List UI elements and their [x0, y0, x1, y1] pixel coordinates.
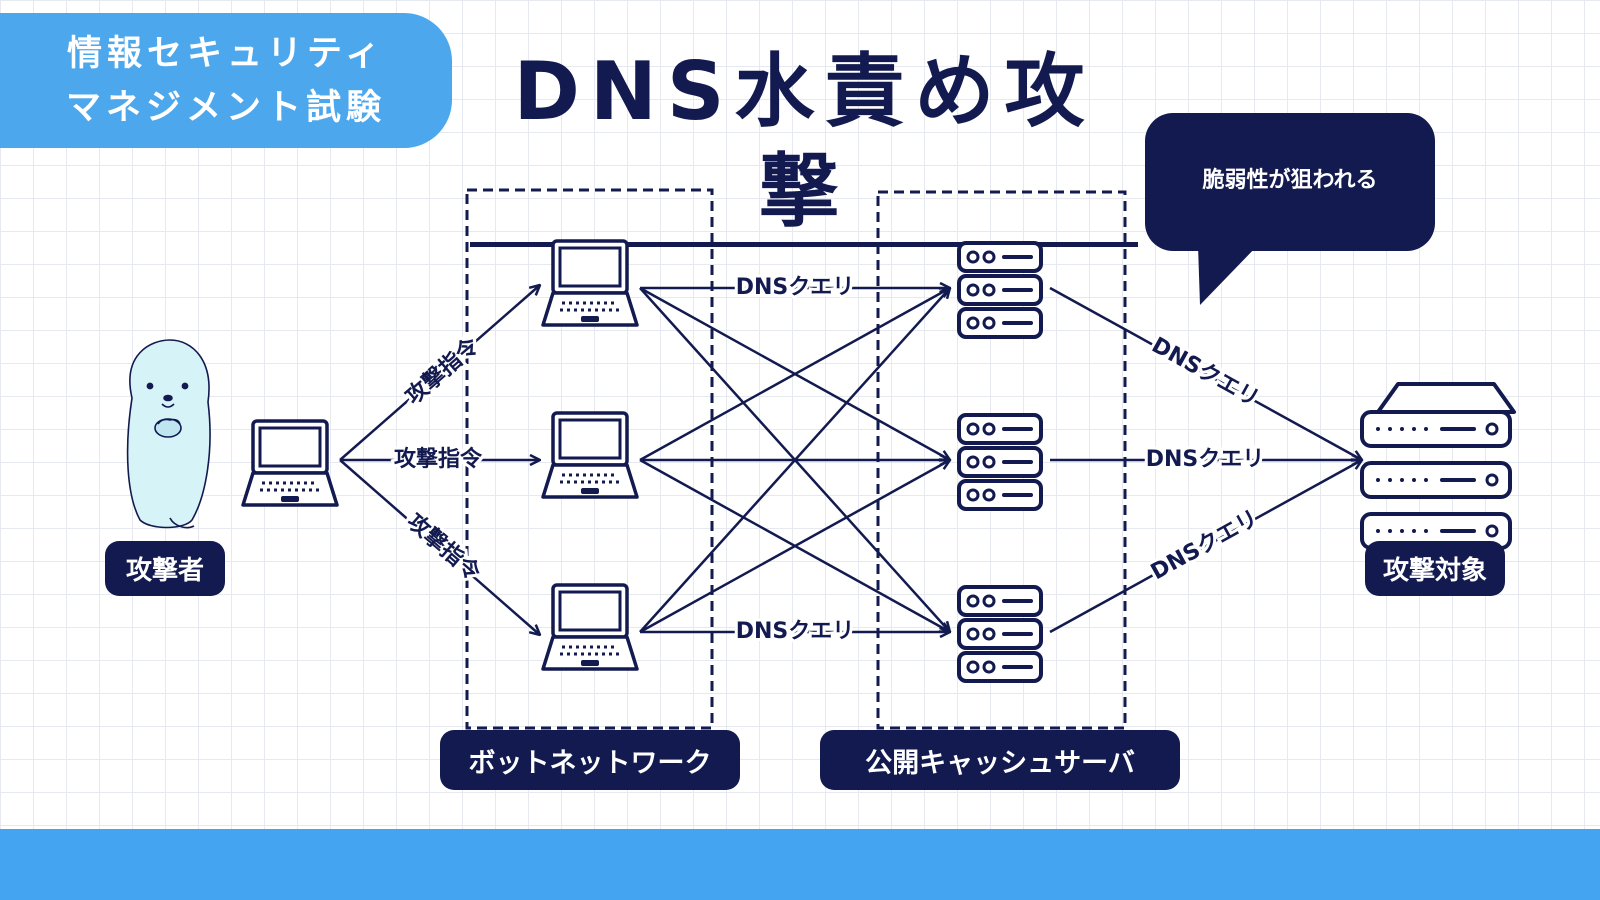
page-title: DNS水責め攻撃 — [470, 42, 1138, 247]
cache-server-icon — [957, 585, 1043, 683]
query-edge — [639, 288, 950, 633]
command-edge-top — [339, 285, 540, 461]
footer-bar — [0, 829, 1600, 900]
query-label-srv-top: DNSクエリ — [1147, 333, 1263, 412]
cache-servers-label: 公開キャッシュサーバ — [820, 730, 1180, 790]
seal-mascot-icon — [126, 339, 211, 529]
command-label-bottom: 攻撃指令 — [402, 509, 486, 587]
command-label-mid: 攻撃指令 — [394, 446, 483, 472]
bot-laptop-icon — [541, 411, 639, 499]
botnet-label: ボットネットワーク — [440, 730, 740, 790]
target-label: 攻撃対象 — [1365, 541, 1505, 596]
query-edge — [639, 288, 950, 462]
target-server-icon — [1360, 382, 1516, 550]
query-label-srv-bottom: DNSクエリ — [1147, 506, 1263, 585]
speech-bubble: 脆弱性が狙われる — [1145, 113, 1435, 251]
query-edge — [639, 460, 950, 634]
command-edge-bottom — [339, 459, 540, 635]
query-label-bot-bottom: DNSクエリ — [736, 619, 855, 644]
attacker-laptop-icon — [241, 419, 339, 507]
attacker-label: 攻撃者 — [105, 541, 225, 596]
exam-badge: 情報セキュリティ マネジメント試験 — [0, 13, 452, 148]
bot-laptop-icon — [541, 583, 639, 671]
cache-server-icon — [957, 241, 1043, 339]
target-edge-bottom — [1049, 460, 1362, 634]
target-edge-top — [1049, 286, 1362, 460]
bot-laptop-icon — [541, 239, 639, 327]
badge-line-1: 情報セキュリティ — [67, 33, 385, 74]
query-label-srv-mid: DNSクエリ — [1146, 447, 1265, 472]
speech-bubble-text: 脆弱性が狙われる — [1202, 168, 1378, 193]
cache-server-icon — [957, 413, 1043, 511]
query-label-bot-top: DNSクエリ — [736, 275, 855, 300]
command-label-top: 攻撃指令 — [401, 332, 485, 410]
speech-bubble-tail — [1198, 245, 1258, 305]
badge-line-2: マネジメント試験 — [65, 87, 386, 128]
